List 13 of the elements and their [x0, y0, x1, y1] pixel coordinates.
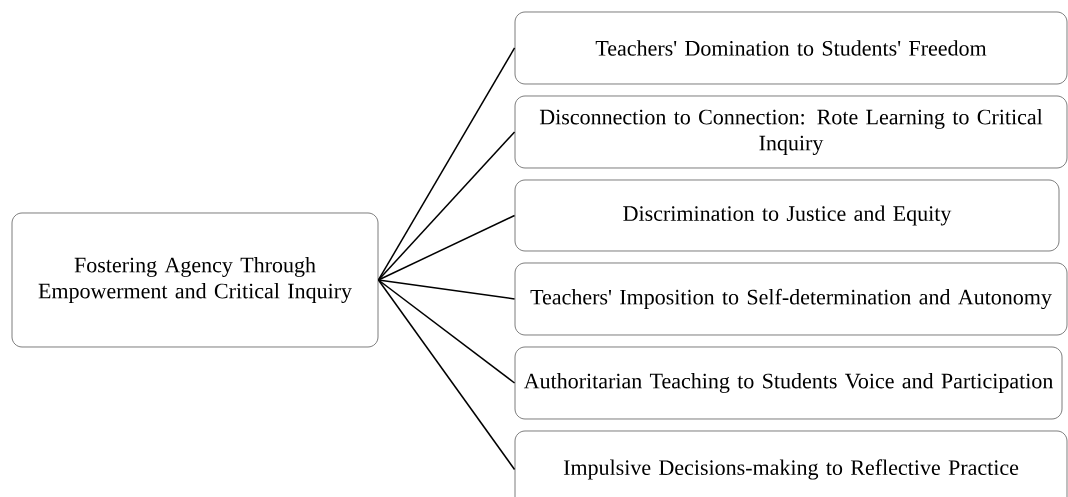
connector-line [377, 279, 516, 300]
connector-line [377, 279, 516, 471]
item-box: Teachers' Domination to Students' Freedom [514, 11, 1068, 85]
connector-line [377, 279, 516, 384]
topic-box: Fostering Agency Through Empowerment and Critical Inquiry [11, 212, 379, 348]
connector-line [377, 47, 516, 281]
item-box: Discrimination to Justice and Equity [514, 179, 1060, 252]
item-box: Impulsive Decisions-making to Reflective Practice [514, 430, 1068, 497]
item-box: Disconnection to Connection: Rote Learning to Critical Inquiry [514, 95, 1068, 169]
connector-line [377, 214, 516, 281]
item-box: Authoritarian Teaching to Students Voice and Participation [514, 346, 1063, 420]
connector-line [377, 131, 516, 281]
item-box: Teachers' Imposition to Self-determination and Autonomy [514, 262, 1068, 336]
